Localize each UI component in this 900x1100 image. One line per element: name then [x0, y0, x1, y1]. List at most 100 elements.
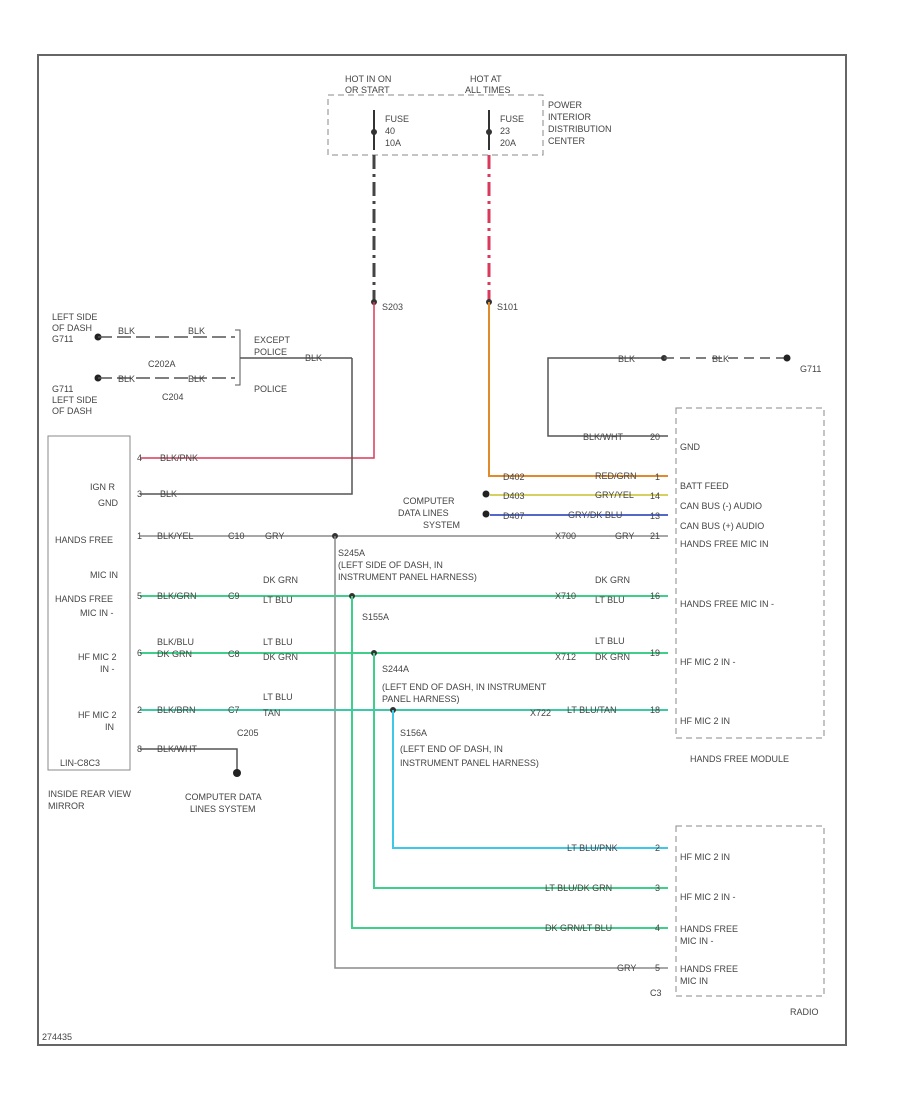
radio-pin-4: MIC IN - — [680, 936, 714, 946]
mirror-pin-num-4: 5 — [137, 591, 142, 601]
hf-mic-minus-label: BLK/GRN — [157, 591, 197, 601]
mirror-title-1: INSIDE REAR VIEW — [48, 789, 132, 799]
power-distribution-outline — [327, 94, 544, 156]
ground-top-blk-2: BLK — [188, 326, 205, 336]
mirror-gnd-wire — [140, 358, 353, 495]
hot-run-text-2: OR START — [345, 85, 390, 95]
hf-mic-gry-1: GRY — [265, 531, 284, 541]
computer-top-3: SYSTEM — [423, 520, 460, 530]
mirror-pin-num-2: 3 — [137, 489, 142, 499]
s156a-label-1: S156A — [400, 728, 427, 738]
mirror-title-2: MIRROR — [48, 801, 85, 811]
fuse-b-text-1: FUSE — [500, 114, 524, 124]
mirror-pin-micin: MIC IN — [90, 570, 118, 580]
radio-hf-mic2-label: LT BLU/PNK — [567, 843, 618, 853]
radio-pin-num-1: 2 — [655, 843, 660, 853]
radio: HF MIC 2 IN HF MIC 2 IN - HANDS FREE MIC… — [650, 825, 825, 1017]
diagram-frame — [37, 54, 847, 1046]
fuse-a-text-2: 40 — [385, 126, 395, 136]
s244a-label-3: PANEL HARNESS) — [382, 694, 460, 704]
mirror-data-wire — [140, 748, 238, 770]
s156a-label-2: (LEFT END OF DASH, IN — [400, 744, 503, 754]
hot-all-text-2: ALL TIMES — [465, 85, 511, 95]
pdc-label-2: INTERIOR — [548, 112, 592, 122]
power-distribution-center: HOT IN ON OR START HOT AT ALL TIMES FUSE… — [327, 74, 612, 156]
hfm-pin-can-plus: CAN BUS (+) AUDIO — [680, 521, 764, 531]
hf-mic2-minus-c8: C8 — [228, 649, 240, 659]
diagram-id: 274435 — [42, 1032, 72, 1042]
fuse-a-text-3: 10A — [385, 138, 401, 148]
hfm-pin-num-8: 18 — [650, 705, 660, 715]
mirror-pin-micin-minus: MIC IN - — [80, 608, 114, 618]
mirror-pin-hfmic2b: HF MIC 2 — [78, 710, 117, 720]
splice-s101-label: S101 — [497, 302, 518, 312]
hf-mic2-minus-dkgrn-2: DK GRN — [263, 652, 298, 662]
hfm-title: HANDS FREE MODULE — [690, 754, 789, 764]
fuse-b-node — [486, 129, 492, 135]
except-police-2: POLICE — [254, 347, 287, 357]
ground-top-blk-1: BLK — [118, 326, 135, 336]
mirror-pin-hfmic2: HF MIC 2 — [78, 652, 117, 662]
radio-pin-2: HF MIC 2 IN - — [680, 892, 736, 902]
splice-s203-label: S203 — [382, 302, 403, 312]
ground-label-2b: LEFT SIDE — [52, 395, 97, 405]
pdc-label-3: DISTRIBUTION — [548, 124, 612, 134]
pdc-label-1: POWER — [548, 100, 583, 110]
fuse-b-text-2: 23 — [500, 126, 510, 136]
hf-mic-minus-ltblu-2: LT BLU — [595, 595, 625, 605]
radio-pin-num-3: 4 — [655, 923, 660, 933]
mirror-pin-in-minus: IN - — [100, 664, 115, 674]
hf-mic-minus-ltblu: LT BLU — [263, 595, 293, 605]
ground-merge-blk: BLK — [305, 353, 322, 363]
radio-pin-6: MIC IN — [680, 976, 708, 986]
radio-connector: C3 — [650, 988, 662, 998]
fuse-b-text-3: 20A — [500, 138, 516, 148]
ground-c202a-label: C202A — [148, 359, 176, 369]
ground-bottom-blk-1: BLK — [118, 374, 135, 384]
ground-section: LEFT SIDE OF DASH G711 BLK BLK G711 LEFT… — [52, 312, 353, 499]
radio-pin-num-4: 5 — [655, 963, 660, 973]
radio-hf-mic-minus-label: DK GRN/LT BLU — [545, 923, 612, 933]
s156a-label-3: INSTRUMENT PANEL HARNESS) — [400, 758, 539, 768]
radio-hf-mic-wire — [334, 536, 668, 969]
s245a-label-2: (LEFT SIDE OF DASH, IN — [338, 560, 443, 570]
mirror-pin-num-3: 1 — [137, 531, 142, 541]
option-bracket — [235, 329, 241, 386]
ground-bottom-blk-2: BLK — [188, 374, 205, 384]
ground-label-2a: G711 — [52, 384, 73, 394]
hfm-pin-gnd: GND — [680, 442, 701, 452]
hfm-pin-hf-mic2: HF MIC 2 IN — [680, 716, 730, 726]
computer-data-node-1 — [482, 490, 490, 498]
mirror-ign-wire-label: BLK/PNK — [160, 453, 198, 463]
radio-pin-1: HF MIC 2 IN — [680, 852, 730, 862]
hf-mic2-minus-ltblu-2: LT BLU — [595, 636, 625, 646]
ground-label-2c: OF DASH — [52, 406, 92, 416]
ground-label-1b: OF DASH — [52, 323, 92, 333]
hfm-pin-hf-mic: HANDS FREE MIC IN — [680, 539, 769, 549]
computer-data-bottom-node — [233, 769, 241, 777]
hfm-pin-num-6: 16 — [650, 591, 660, 601]
mirror-pin-num-1: 4 — [137, 453, 142, 463]
mirror-data-label: BLK/WHT — [157, 744, 198, 754]
radio-pin-5: HANDS FREE — [680, 964, 738, 974]
hfm-pin-hf-mic2-minus: HF MIC 2 IN - — [680, 657, 736, 667]
hfm-pin-num-3: 14 — [650, 491, 660, 501]
fuse-a-text-1: FUSE — [385, 114, 409, 124]
hf-mic-c10: C10 — [228, 531, 245, 541]
hfm-batt-feed-label: RED/GRN — [595, 471, 637, 481]
hfm-pin-num-1: 20 — [650, 432, 660, 442]
hf-mic2-minus-dkgrn-3: DK GRN — [595, 652, 630, 662]
radio-hf-mic-gry: GRY — [617, 963, 636, 973]
s245a-label-3: INSTRUMENT PANEL HARNESS) — [338, 572, 477, 582]
hf-mic-minus-x710: X710 — [555, 591, 576, 601]
hf-mic2-tan: TAN — [263, 708, 280, 718]
radio-hf-mic2-minus-label: LT BLU/DK GRN — [545, 883, 612, 893]
computer-data-node-2 — [482, 510, 490, 518]
hf-mic2-minus-ltblu: LT BLU — [263, 637, 293, 647]
fuse-a-node — [371, 129, 377, 135]
radio-pin-3: HANDS FREE — [680, 924, 738, 934]
hf-mic2-x722: X722 — [530, 708, 551, 718]
hf-mic2-label: BLK/BRN — [157, 705, 196, 715]
hfm-pin-num-7: 19 — [650, 648, 660, 658]
